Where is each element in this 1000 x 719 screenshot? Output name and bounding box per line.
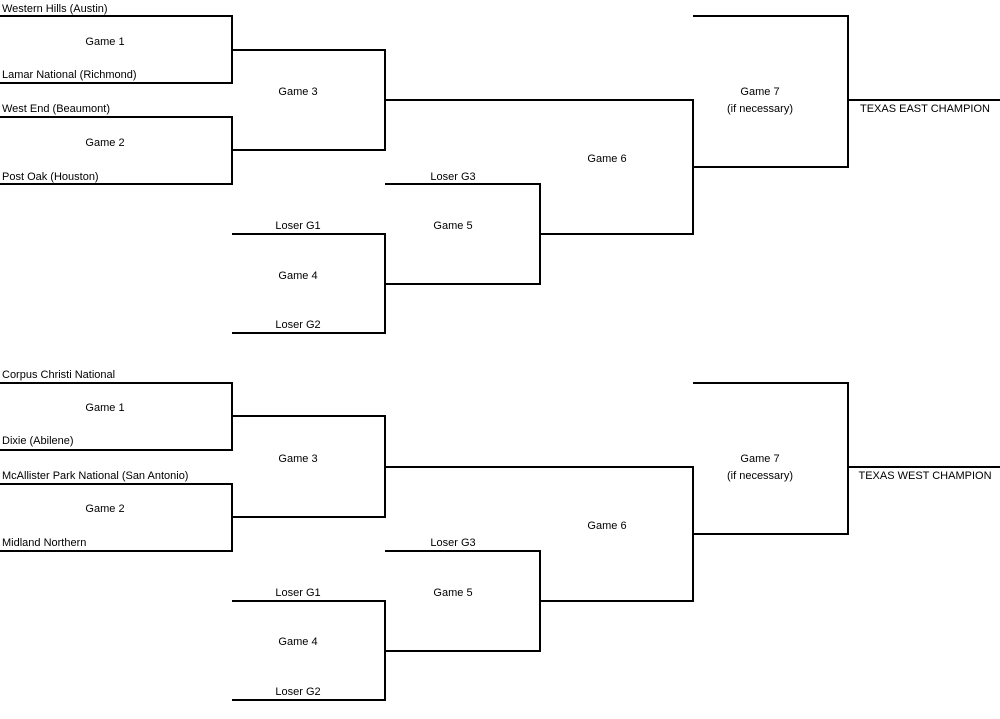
west-game2-label: Game 2 bbox=[85, 503, 125, 515]
east-loser-g2-label: Loser G2 bbox=[275, 319, 321, 331]
east-game4-label: Game 4 bbox=[278, 270, 318, 282]
east-loser-g1-label: Loser G1 bbox=[275, 220, 321, 232]
east-game7-label: Game 7 bbox=[740, 86, 780, 98]
east-game2-label: Game 2 bbox=[85, 137, 125, 149]
west-game7-label: Game 7 bbox=[740, 453, 780, 465]
east-team-g1-top: Western Hills (Austin) bbox=[2, 3, 108, 15]
west-game4-label: Game 4 bbox=[278, 636, 318, 648]
west-loser-g3-label: Loser G3 bbox=[430, 537, 476, 549]
east-team-g2-bottom: Post Oak (Houston) bbox=[2, 171, 99, 183]
west-game5-label: Game 5 bbox=[433, 587, 473, 599]
east-game3-line bbox=[232, 49, 386, 151]
west-game3-line bbox=[232, 415, 386, 518]
east-game7-note: (if necessary) bbox=[726, 103, 794, 115]
west-team-g1-bottom: Dixie (Abilene) bbox=[2, 435, 74, 447]
east-loser-g3-label: Loser G3 bbox=[430, 171, 476, 183]
east-game6-label: Game 6 bbox=[587, 153, 627, 165]
west-team-g1-top: Corpus Christi National bbox=[2, 369, 116, 381]
west-game7-line bbox=[693, 382, 849, 535]
east-game1-label: Game 1 bbox=[85, 36, 125, 48]
east-game5-label: Game 5 bbox=[433, 220, 473, 232]
west-team-g2-bottom: Midland Northern bbox=[2, 537, 87, 549]
east-team-g2-top: West End (Beaumont) bbox=[2, 103, 111, 115]
east-champion-label: TEXAS EAST CHAMPION bbox=[860, 103, 990, 115]
west-game1-label: Game 1 bbox=[85, 402, 125, 414]
west-game3-label: Game 3 bbox=[278, 453, 318, 465]
west-game5-line bbox=[385, 550, 541, 652]
east-game3-label: Game 3 bbox=[278, 86, 318, 98]
west-bracket-lines bbox=[0, 382, 1000, 701]
west-loser-g2-label: Loser G2 bbox=[275, 686, 321, 698]
west-game7-note: (if necessary) bbox=[726, 470, 794, 482]
east-team-g1-bottom: Lamar National (Richmond) bbox=[2, 69, 137, 81]
east-bracket-lines bbox=[0, 15, 1000, 334]
west-game6-label: Game 6 bbox=[587, 520, 627, 532]
east-game5-line bbox=[385, 183, 541, 285]
west-loser-g1-label: Loser G1 bbox=[275, 587, 321, 599]
east-game7-line bbox=[693, 15, 849, 168]
west-champion-label: TEXAS WEST CHAMPION bbox=[858, 470, 992, 482]
west-team-g2-top: McAllister Park National (San Antonio) bbox=[2, 470, 189, 482]
